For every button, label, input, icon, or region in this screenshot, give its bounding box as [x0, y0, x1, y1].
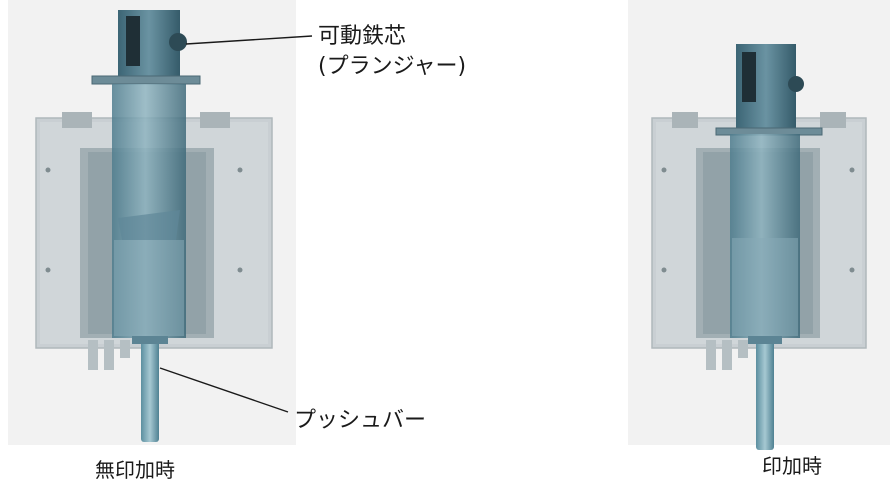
- plunger-label-line2: (プランジャー): [318, 54, 467, 79]
- push-bar-energized: [756, 338, 774, 450]
- caption-energized: 印加時: [762, 454, 822, 478]
- push-bar: [141, 338, 159, 442]
- solenoid-energized: [628, 0, 890, 450]
- core-leader-line: [185, 35, 313, 45]
- plunger-label: 可動鉄芯 (プランジャー): [318, 22, 466, 82]
- pushbar-leader-line: [159, 367, 289, 413]
- plunger-label-line1: 可動鉄芯: [318, 24, 407, 49]
- caption-unenergized: 無印加時: [95, 458, 175, 482]
- push-bar-label: プッシュバー: [294, 408, 427, 433]
- solenoid-unenergized: [8, 0, 296, 445]
